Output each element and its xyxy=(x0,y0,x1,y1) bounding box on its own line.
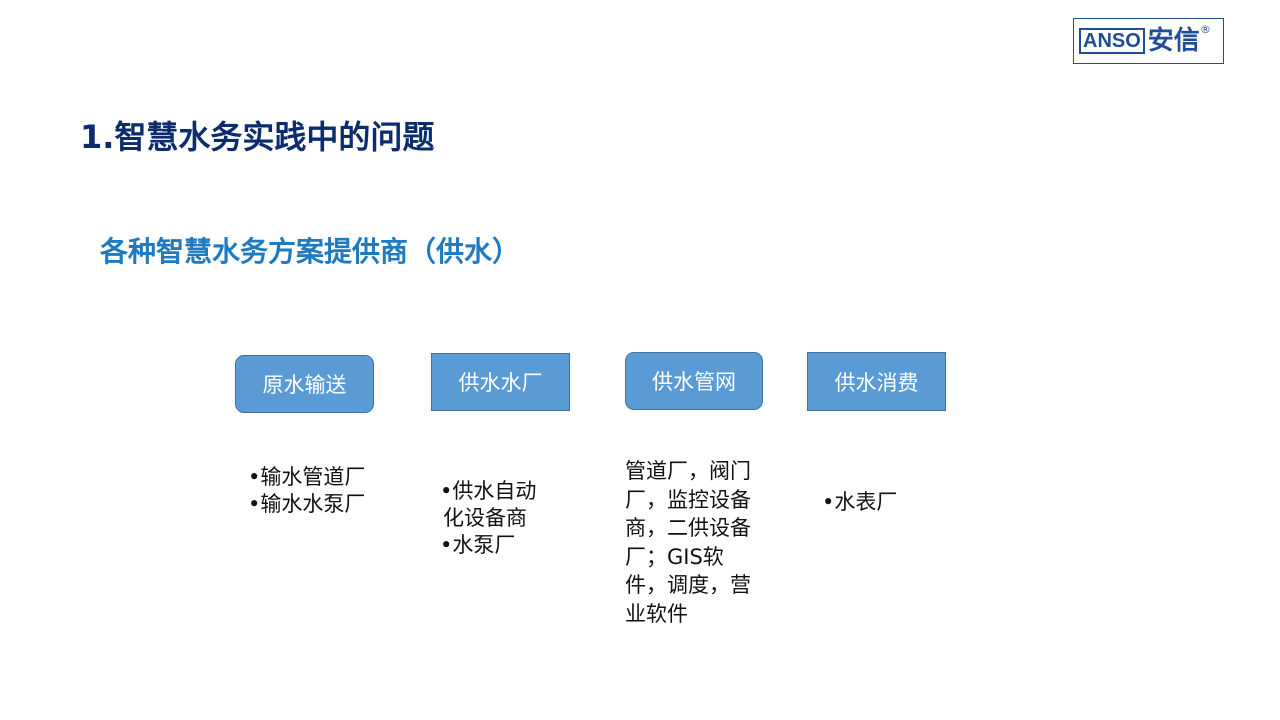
stage-desc-water-plant: •供水自动 化设备商 •水泵厂 xyxy=(440,478,536,559)
section-subtitle: 各种智慧水务方案提供商（供水） xyxy=(100,235,521,268)
stage-label: 供水水厂 xyxy=(458,371,543,395)
desc-line: •输水管道厂 xyxy=(248,465,366,489)
stage-box-water-plant: 供水水厂 xyxy=(431,353,570,411)
stage-box-raw-water: 原水输送 xyxy=(235,355,374,413)
registered-mark: ® xyxy=(1199,23,1211,36)
desc-line: •水表厂 xyxy=(822,490,898,514)
logo-cn-text: 安信 xyxy=(1147,26,1200,56)
desc-line: 化设备商 xyxy=(443,506,527,530)
stage-box-pipe-network: 供水管网 xyxy=(625,352,763,410)
stage-label: 供水管网 xyxy=(652,370,736,394)
anso-logo: ANSO 安信 ® xyxy=(1073,18,1224,64)
stage-desc-pipe-network: 管道厂，阀门厂，监控设备商，二供设备厂；GIS软件，调度，营业软件 xyxy=(625,459,751,626)
desc-line: •供水自动 xyxy=(440,479,537,503)
stage-label: 供水消费 xyxy=(834,370,919,395)
page-title: 1.智慧水务实践中的问题 xyxy=(80,118,435,156)
stage-box-consumption: 供水消费 xyxy=(807,352,946,411)
stage-desc-raw-water: •输水管道厂 •输水水泵厂 xyxy=(248,464,365,518)
desc-line: •输水水泵厂 xyxy=(248,492,366,516)
logo-en-text: ANSO xyxy=(1079,28,1145,54)
stage-label: 原水输送 xyxy=(262,373,347,397)
desc-line: •水泵厂 xyxy=(440,533,516,557)
stage-desc-consumption: •水表厂 xyxy=(822,489,897,516)
